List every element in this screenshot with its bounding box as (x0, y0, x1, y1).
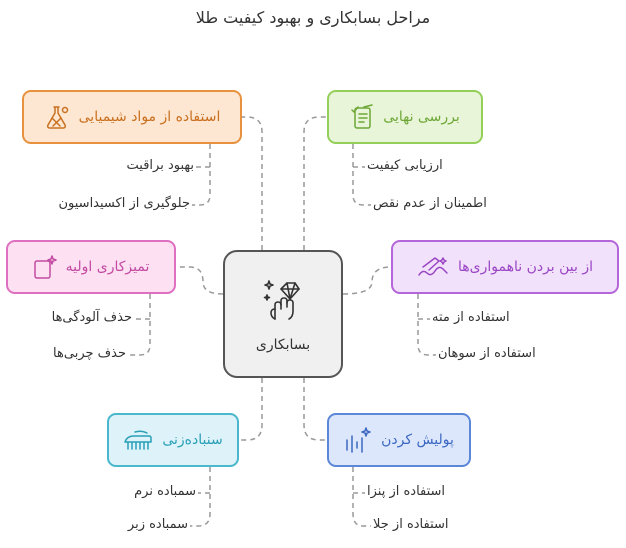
node-cleaning-label: تمیزکاری اولیه (65, 259, 150, 275)
chemicals-item-1: بهبود براقیت (126, 158, 194, 173)
node-remove-roughness: از بین بردن ناهمواری‌ها (391, 240, 619, 294)
sanding-item-1: سمباده نرم (134, 484, 196, 499)
chemical-flask-icon (46, 106, 68, 129)
node-sanding-label: سنبادەزنی (162, 432, 223, 448)
node-final-check: بررسی نهایی (327, 90, 483, 144)
center-label: بسابکاری (255, 337, 311, 353)
cleaning-item-1: حذف آلودگی‌ها (51, 310, 132, 325)
brush-icon (124, 430, 153, 450)
node-polishing: پولیش کردن (327, 413, 471, 467)
hand-smoothing-icon (418, 257, 448, 276)
remove-roughness-item-2: استفاده از سوهان (438, 346, 536, 361)
sanding-item-2: سمباده زبر (127, 517, 188, 532)
center-node: بسابکاری (223, 250, 343, 378)
polishing-item-2: استفاده از جلا (373, 517, 449, 532)
diagram-title: مراحل بسابکاری و بهبود کیفیت طلا (195, 8, 431, 27)
remove-roughness-item-1: استفاده از مته (432, 310, 510, 325)
hand-with-diamond-icon (263, 280, 300, 320)
node-sanding: سنبادەزنی (107, 413, 239, 467)
sound-wave-sparkle-icon (346, 427, 371, 453)
final-check-item-1: ارزیابی کیفیت (367, 158, 443, 173)
node-cleaning: تمیزکاری اولیه (6, 240, 176, 294)
checklist-icon (351, 104, 374, 129)
node-chemicals: استفاده از مواد شیمیایی (22, 90, 242, 144)
node-polishing-label: پولیش کردن (381, 432, 454, 448)
final-check-item-2: اطمینان از عدم نقص (373, 196, 487, 211)
chemicals-item-2: جلوگیری از اکسیداسیون (58, 196, 190, 211)
node-chemicals-label: استفاده از مواد شیمیایی (78, 109, 221, 125)
node-final-check-label: بررسی نهایی (383, 109, 460, 125)
sparkle-tablet-icon (33, 255, 57, 279)
cleaning-item-2: حذف چربی‌ها (53, 346, 126, 361)
node-remove-roughness-label: از بین بردن ناهمواری‌ها (457, 259, 594, 275)
polishing-item-1: استفاده از پنزا (367, 484, 446, 499)
